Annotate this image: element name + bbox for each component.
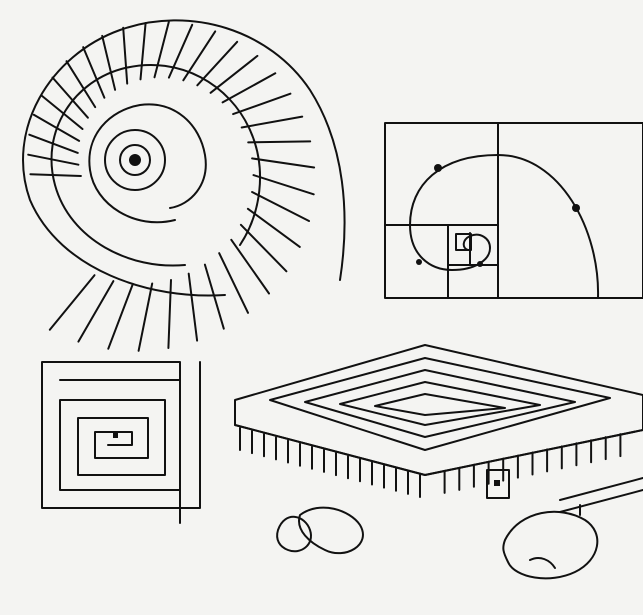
shell-rib: [168, 280, 171, 348]
shell-rib: [233, 94, 290, 114]
shell-rib: [254, 175, 314, 194]
shell-rib: [50, 275, 95, 330]
shell-rib: [83, 47, 104, 97]
shell-rib: [252, 158, 314, 167]
ammonite-shell-drawing: [23, 20, 345, 350]
shell-rib: [34, 115, 79, 141]
shell-rib: [219, 253, 248, 313]
shell-rib: [53, 78, 88, 118]
shell-rib: [183, 31, 215, 80]
rocks-drawing: [277, 508, 597, 579]
shell-rib: [78, 281, 113, 342]
shell-rib: [252, 192, 309, 221]
shell-rib: [108, 284, 133, 349]
shell-rib: [28, 155, 78, 165]
shell-rib: [139, 284, 153, 351]
square-maze-structure-drawing: [235, 345, 643, 515]
shell-rib: [205, 265, 224, 329]
shell-rib: [242, 117, 303, 128]
shell-rib: [248, 141, 310, 142]
golden-spiral-drawing: [385, 123, 643, 298]
square-spiral-drawing: [42, 362, 200, 523]
shell-rib: [155, 22, 169, 77]
shell-rib: [123, 28, 127, 84]
shell-rib: [141, 23, 146, 79]
shell-rib: [42, 96, 83, 130]
shell-rib: [189, 274, 197, 341]
shell-rib: [102, 36, 115, 90]
shell-rib: [30, 174, 81, 176]
